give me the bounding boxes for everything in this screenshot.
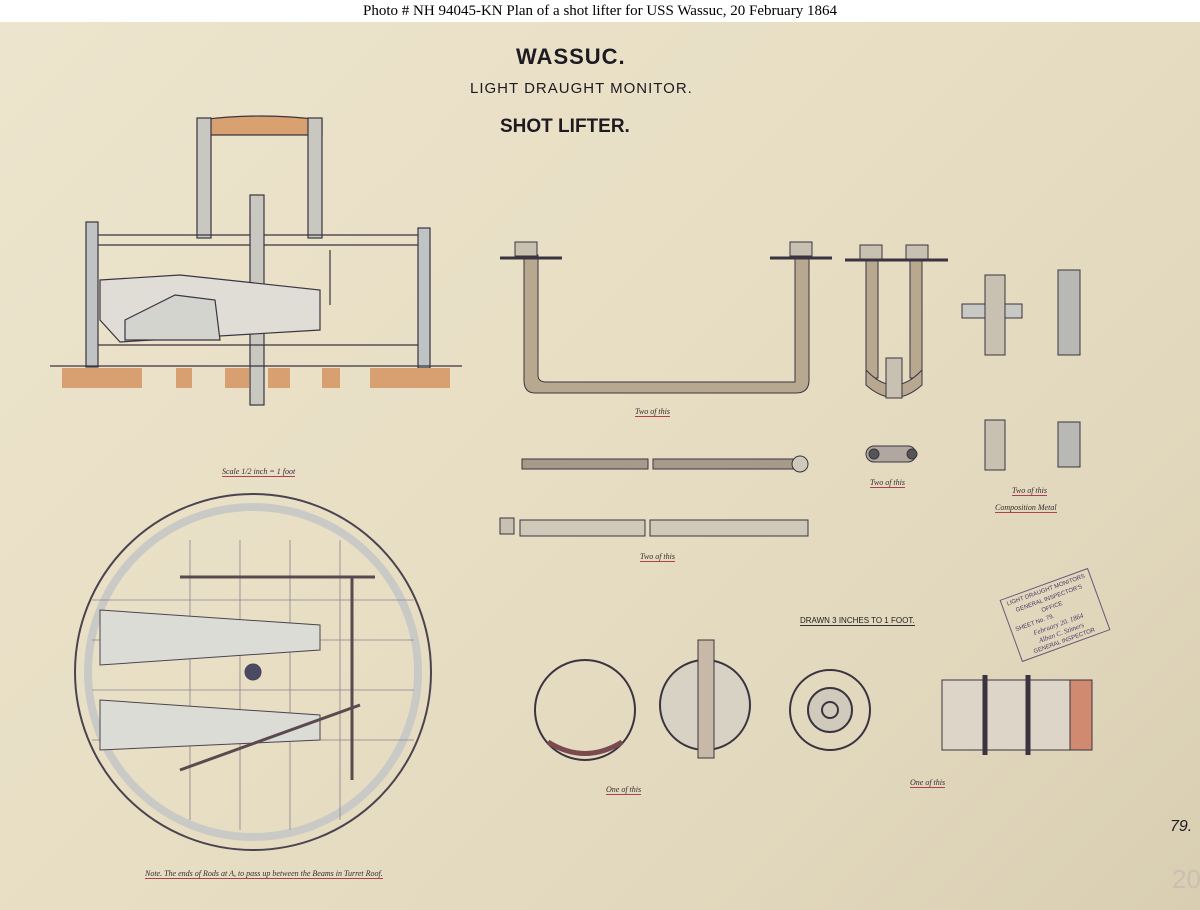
u-pipe-side <box>845 244 948 399</box>
rods-caption: Two of this <box>640 552 675 562</box>
scale-note: Drawn 3 inches to 1 foot. <box>800 616 915 626</box>
u-pipe <box>500 241 832 394</box>
ring-views <box>534 639 1093 761</box>
drawing-subject: SHOT LIFTER. <box>500 116 630 137</box>
section-elevation-view <box>50 115 462 406</box>
clamp-parts <box>865 269 1081 471</box>
rods <box>499 455 809 537</box>
sheet-number: 79. <box>1170 818 1193 835</box>
corner-mark: 20 <box>1172 864 1200 894</box>
drawing-sheet: WASSUC. LIGHT DRAUGHT MONITOR. SHOT LIFT… <box>0 22 1200 910</box>
blocks-caption: Two of this <box>1012 486 1047 496</box>
clamp-caption: Two of this <box>870 478 905 488</box>
ship-class: LIGHT DRAUGHT MONITOR. <box>470 80 693 97</box>
section-scale: Scale 1/2 inch = 1 foot <box>222 467 296 477</box>
cradle-caption: One of this <box>910 778 946 788</box>
u-pipe-caption: Two of this <box>635 407 670 417</box>
material-caption: Composition Metal <box>995 503 1057 513</box>
rods-note: Note. The ends of Rods at A, to pass up … <box>145 869 383 879</box>
photo-caption: Photo # NH 94045-KN Plan of a shot lifte… <box>0 0 1200 22</box>
ring-caption: One of this <box>606 785 642 795</box>
plan-view-circle <box>74 493 432 851</box>
technical-drawing <box>50 115 1093 851</box>
ship-name: WASSUC. <box>516 44 626 69</box>
